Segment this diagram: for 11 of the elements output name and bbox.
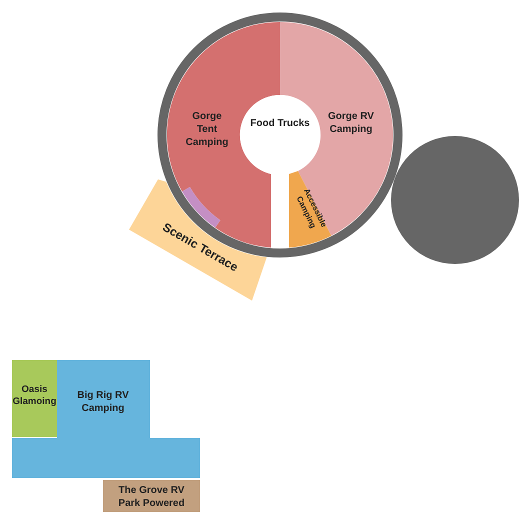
section-label: Oasis Glamoing [12, 384, 57, 409]
section-label: Gorge Tent Camping [184, 110, 230, 149]
seating-section [103, 480, 200, 512]
seating-section [12, 360, 57, 437]
seating-section [391, 136, 519, 264]
seating-section [12, 360, 200, 478]
section-label: Gorge RV Camping [327, 110, 375, 136]
section-label: Food Trucks [250, 117, 310, 130]
seating-section [289, 171, 332, 248]
section-label: Big Rig RV Camping [76, 389, 130, 415]
section-label: The Grove RV Park Powered [117, 484, 186, 510]
